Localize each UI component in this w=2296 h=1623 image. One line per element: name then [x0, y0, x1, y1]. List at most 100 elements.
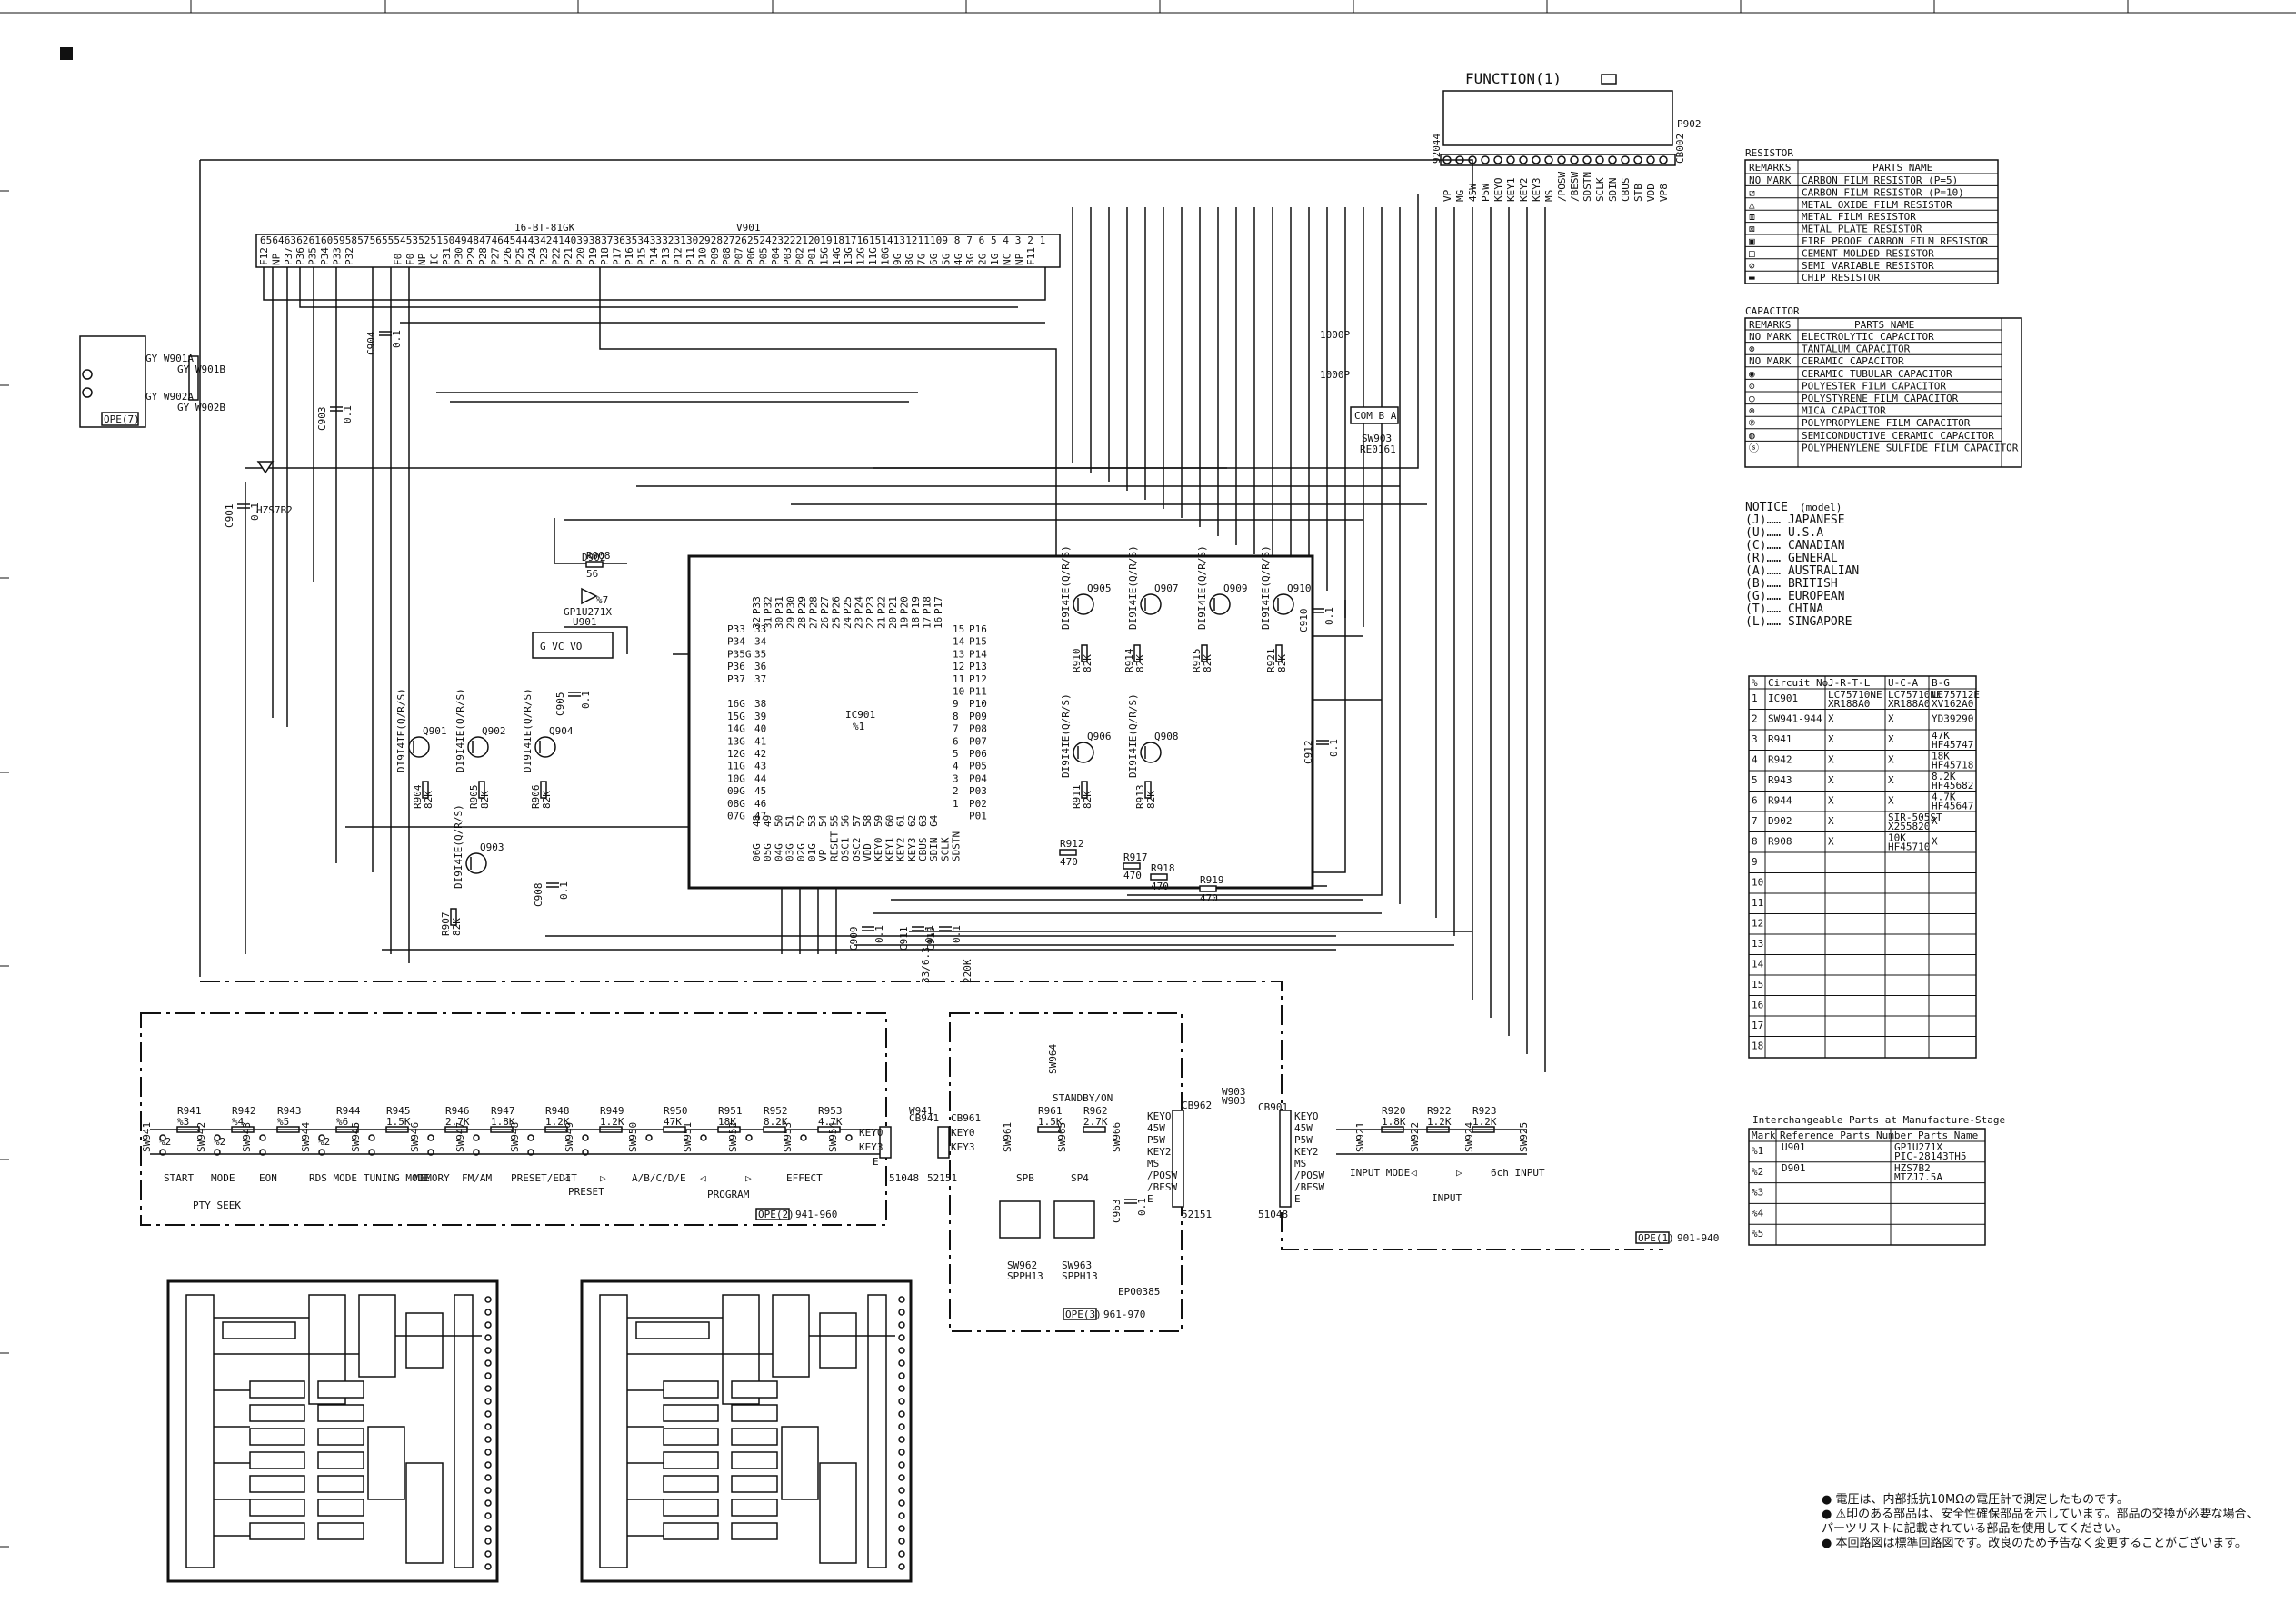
capacitor-value: 0.1 [558, 881, 570, 900]
ope1-label: OPE(1) [1638, 1232, 1674, 1244]
tube-pin-number: 12 [905, 234, 917, 246]
function-pin-label: /POSW [1556, 172, 1568, 202]
six-ch-input-label: 6ch INPUT [1491, 1167, 1545, 1179]
ic-top-pin: P19 [910, 596, 922, 614]
conn-key0-b: KEY0 [951, 1127, 975, 1139]
interchange-name: PIC-28143TH5 [1894, 1150, 1966, 1162]
resistor-ref: R917 [1123, 851, 1148, 863]
ic-top-num: 27 [808, 617, 820, 629]
tube-pin-label: 2G [977, 254, 989, 265]
ic-right-pin: P12 [969, 673, 987, 685]
ic-bottom-num: 57 [851, 815, 863, 827]
mid-resistor-value: 2.7K [1083, 1116, 1108, 1128]
capacitor-legend-title: CAPACITOR [1745, 305, 1800, 317]
program-label: PROGRAM [707, 1189, 750, 1200]
row2-switch-ref: SW952 [727, 1122, 739, 1152]
input-conn-pin: /POSW [1294, 1170, 1324, 1181]
ic-bottom-pin: KEY2 [895, 838, 907, 862]
input-resistor-value: 1.8K [1382, 1116, 1406, 1128]
input-resistor-value: 1.2K [1472, 1116, 1497, 1128]
ic-left-pin: 15G [727, 711, 745, 722]
ic-bottom-pin: VP [817, 849, 829, 861]
tube-pin-number: 34 [637, 234, 650, 246]
ic-top-num: 20 [887, 617, 899, 629]
row2-switch-label: ◁ [700, 1172, 706, 1184]
capacitor-ref: C904 [365, 331, 377, 355]
resistor-legend-name: CARBON FILM RESISTOR (P=10) [1802, 186, 1964, 198]
ic-left-pin: P33 [727, 623, 745, 635]
interchange-mark: %1 [1752, 1145, 1763, 1157]
tube-pin-label: P23 [538, 247, 550, 265]
tube-v901: 16-BT-81GK V901 65F1264NP63P3762P3661P35… [255, 222, 1061, 268]
input-switch-ref: SW925 [1518, 1122, 1530, 1152]
note-jp: パーツリストに記載されている部品を使用してください。 [1822, 1521, 2128, 1536]
u901-block: G VC VO U901 GP1U271X D902 %7 COM B A SW… [256, 329, 1399, 659]
ope2-label: OPE(2) [758, 1209, 794, 1220]
board-boundaries [140, 981, 1663, 1332]
tube-pin-number: 55 [382, 234, 394, 246]
w903-label-b: W903 [1222, 1095, 1246, 1107]
ic-bottom-num: 48 [751, 815, 763, 827]
transistor-type: DI9I4IE(Q/R/S) [1127, 545, 1139, 630]
circuit-table-header: J-R-T-L [1828, 677, 1871, 689]
ic-pins: P3332P3231P3130P3029P2928P2827P2726P2625… [727, 596, 987, 861]
tube-pin-number: 33 [650, 234, 662, 246]
tube-pin-number: 28 [711, 234, 723, 246]
circuit-table-cell: X [1828, 815, 1834, 827]
resistor-ref: R918 [1151, 862, 1175, 874]
input-conn-pin: E [1294, 1193, 1301, 1205]
ic-bottom-num: 50 [773, 815, 784, 827]
tube-pin-number: 49 [454, 234, 466, 246]
interchange-name: MTZJ7.5A [1894, 1171, 1942, 1183]
notice-row: (L)…… SINGAPORE [1745, 615, 1852, 629]
circuit-table-cell: 10K [1888, 832, 1906, 844]
capacitor-legend-mark: ◍ [1749, 430, 1755, 442]
tube-pin-label: P03 [782, 247, 794, 265]
wiring [199, 159, 1546, 1072]
capacitor-legend-mark: NO MARK [1749, 355, 1792, 367]
circuit-table-cell: 9 [1752, 856, 1758, 868]
resistor-legend-name: CHIP RESISTOR [1802, 272, 1880, 284]
tube-pin-label: IC [429, 254, 441, 265]
ic-right-num: 14 [953, 636, 965, 648]
circuit-table-cell: D902 [1768, 815, 1792, 827]
ic-left-num: 44 [754, 772, 767, 784]
resistor-legend-name: CARBON FILM RESISTOR (P=5) [1802, 174, 1958, 186]
tube-pin-number: 21 [796, 234, 808, 246]
circuit-table-cell: 18K [1932, 751, 1950, 762]
ic-top-pin: P25 [842, 596, 854, 614]
resistor-legend-mark: ▬ [1749, 272, 1755, 284]
tube-pin-label: 5G [940, 254, 952, 265]
row2-resistor-ref: R953 [818, 1105, 843, 1117]
function-pin-label: VDD [1645, 184, 1657, 202]
circuit-table-cell: 16 [1752, 1000, 1763, 1011]
resistor-legend-name: METAL FILM RESISTOR [1802, 211, 1916, 223]
tube-pin-label: NP [270, 253, 282, 265]
circuit-table-cell: SIR-505ST [1888, 812, 1942, 823]
circuit-table-cell: R944 [1768, 795, 1792, 807]
row1-resistor-value: 1.5K [386, 1116, 411, 1128]
circuit-table-cell: 10 [1752, 877, 1763, 889]
ic-top-pin: P24 [854, 596, 865, 614]
capacitor-legend-mark: ⊚ [1749, 405, 1755, 417]
capacitor-legend-name: CERAMIC CAPACITOR [1802, 355, 1904, 367]
note-jp: ● 電圧は、内部抵抗10MΩの電圧計で測定したものです。 [1822, 1492, 2129, 1507]
row1-switch-label: EON [259, 1172, 277, 1184]
row1-switch-label: ◁ [564, 1172, 570, 1184]
transistor-ref: Q905 [1087, 582, 1112, 594]
row1-switch-label: MODE [211, 1172, 235, 1184]
interchange-mark: %5 [1752, 1228, 1763, 1240]
tube-pin-label: P30 [453, 247, 464, 265]
mid-resistor-ref: R962 [1083, 1105, 1108, 1117]
tube-pin-label: 15G [818, 247, 830, 265]
input-resistor-ref: R922 [1427, 1105, 1452, 1117]
cb962-label: CB962 [1182, 1100, 1212, 1111]
tube-pin-label: P31 [441, 247, 453, 265]
circuit-table-cell: 15 [1752, 979, 1763, 991]
tube-pin-label: F11 [1025, 247, 1037, 265]
row1-switch-ref: SW946 [409, 1122, 421, 1152]
ic-right-num: 3 [953, 772, 959, 784]
capacitor-head-remarks: REMARKS [1749, 319, 1791, 331]
circuit-table-cell: HF45647 [1932, 801, 1973, 812]
